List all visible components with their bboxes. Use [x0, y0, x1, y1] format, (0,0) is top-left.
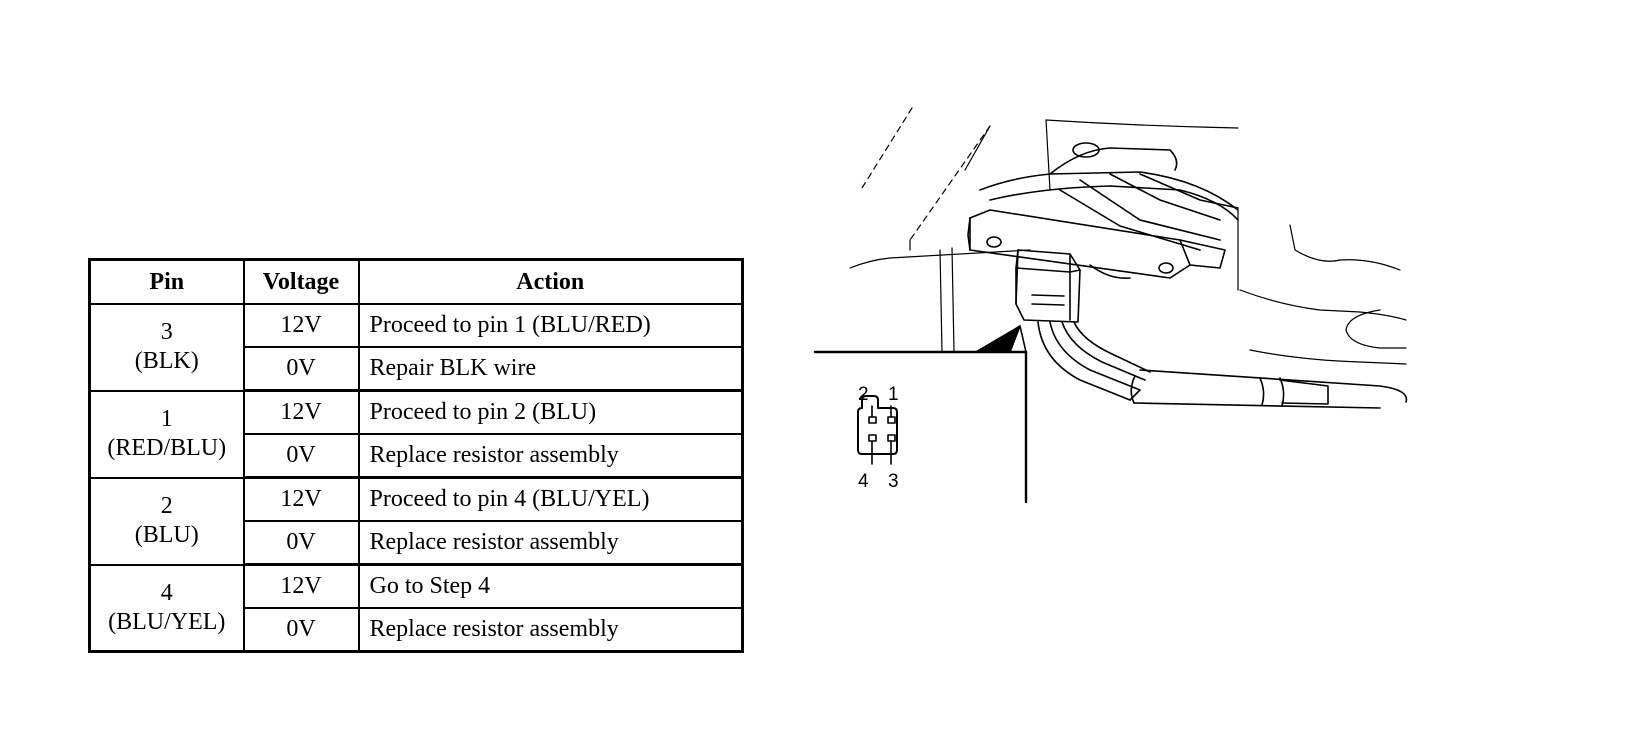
table-row: 4 (BLU/YEL) 12V Go to Step 4 [88, 563, 744, 653]
pin-cell: 2 (BLU) [88, 476, 245, 566]
blower-housing [979, 142, 1239, 251]
connector-pin-label-3: 3 [888, 471, 899, 492]
resistor-flange [967, 209, 1226, 280]
action-cell: Go to Step 4 [357, 563, 744, 609]
pin-wire-color: (RED/BLU) [107, 435, 227, 461]
action-cell: Replace resistor assembly [357, 433, 744, 479]
header-voltage: Voltage [242, 258, 360, 305]
table-header-row: Pin Voltage Action [88, 258, 744, 305]
connector-body [1015, 249, 1081, 323]
pin-number: 2 [160, 493, 173, 519]
voltage-cell: 12V [242, 303, 360, 348]
pin-wire-color: (BLK) [134, 348, 199, 375]
voltage-cell: 0V [242, 346, 360, 392]
pin-wire-color: (BLU) [134, 522, 199, 548]
table-row: 3 (BLK) 12V Proceed to pin 1 (BLU/RED) [88, 303, 744, 392]
wire-harness [1037, 321, 1408, 409]
table-row: 2 (BLU) 12V Proceed to pin 4 (BLU/YEL) [88, 476, 744, 566]
pin-cell: 3 (BLK) [88, 303, 245, 392]
pin-number: 3 [160, 319, 173, 346]
action-cell: Replace resistor assembly [357, 607, 744, 653]
voltage-cell: 0V [242, 520, 360, 566]
voltage-cell: 12V [242, 389, 360, 435]
pin-wire-color: (BLU/YEL) [108, 608, 226, 635]
pin-voltage-table: Pin Voltage Action 3 (BLK) 12V Proceed t… [88, 258, 744, 653]
pin-number: 4 [160, 579, 173, 606]
action-cell: Proceed to pin 2 (BLU) [357, 389, 744, 435]
table-row: 0V Replace resistor assembly [90, 607, 744, 653]
action-cell: Proceed to pin 4 (BLU/YEL) [357, 476, 744, 522]
table-row: 0V Repair BLK wire [90, 346, 744, 392]
table-row: 1 (RED/BLU) 12V Proceed to pin 2 (BLU) [88, 389, 744, 479]
voltage-cell: 12V [242, 476, 360, 522]
resistor-connector-illustration: 2 1 4 3 [780, 90, 1440, 520]
header-pin: Pin [88, 258, 245, 305]
pin-cell: 1 (RED/BLU) [88, 389, 245, 479]
table-row: 0V Replace resistor assembly [90, 433, 744, 479]
body-panel-lines [849, 107, 1407, 365]
connector-face-inset [857, 395, 898, 465]
voltage-cell: 0V [242, 607, 360, 653]
action-cell: Replace resistor assembly [357, 520, 744, 566]
voltage-cell: 0V [242, 433, 360, 479]
voltage-cell: 12V [242, 563, 360, 609]
action-cell: Repair BLK wire [357, 346, 744, 392]
connector-pin-label-2: 2 [858, 384, 869, 405]
table-row: 0V Replace resistor assembly [90, 520, 744, 566]
pin-number: 1 [160, 406, 173, 432]
header-action: Action [357, 258, 744, 305]
connector-pin-label-4: 4 [858, 471, 869, 492]
action-cell: Proceed to pin 1 (BLU/RED) [357, 303, 744, 348]
inset-frame [813, 350, 1028, 504]
pin-cell: 4 (BLU/YEL) [88, 563, 245, 653]
connector-pin-label-1: 1 [888, 384, 899, 405]
